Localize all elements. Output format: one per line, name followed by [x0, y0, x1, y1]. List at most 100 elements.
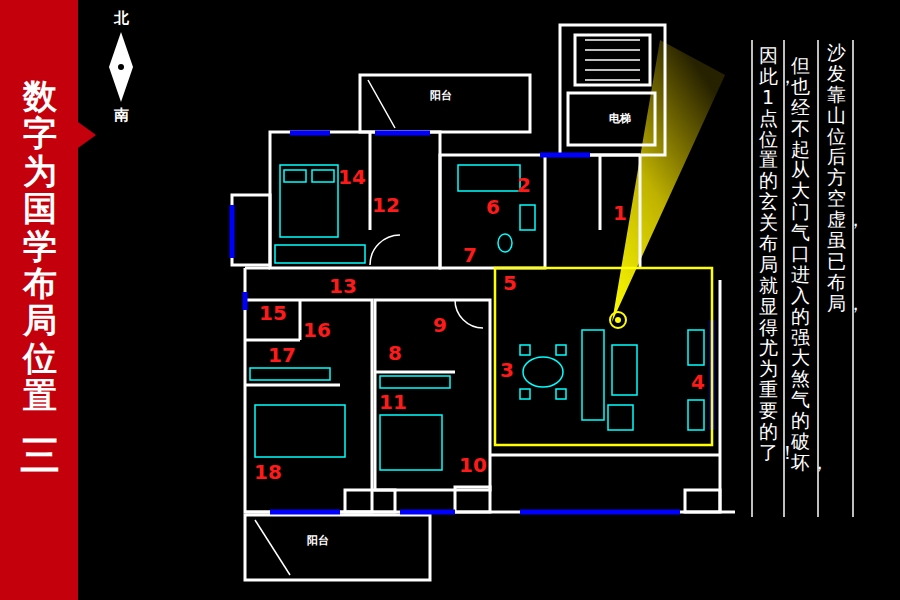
note-column: 因此，1点位置的玄关布局就显得尤为重要的了！ [759, 45, 778, 463]
light-beam [612, 40, 725, 322]
thin-lines [255, 40, 640, 575]
tv-cabinet [688, 400, 704, 430]
stair-tread [585, 69, 640, 71]
sink [520, 205, 535, 230]
lamp-core [615, 317, 621, 323]
wall [369, 132, 372, 230]
callout-number: 18 [254, 462, 282, 482]
coffee-table [612, 345, 637, 395]
sofa [582, 330, 604, 420]
side-band [0, 0, 78, 600]
ac-box [345, 490, 395, 512]
wall [245, 339, 300, 342]
window [375, 131, 430, 136]
toilet [498, 234, 512, 252]
column-rule [751, 40, 753, 517]
wall [490, 454, 720, 457]
chair [556, 389, 566, 399]
callout-number: 13 [329, 276, 357, 296]
callout-number: 17 [268, 345, 296, 365]
wall [639, 155, 642, 268]
callout-number: 16 [303, 320, 331, 340]
page-title: 数字为国学布局位置 [23, 78, 57, 415]
wall [232, 195, 270, 265]
callout-number: 6 [486, 197, 500, 217]
column-rule [783, 40, 785, 517]
window [243, 292, 248, 310]
bed [380, 415, 442, 470]
wardrobe [275, 245, 365, 263]
balcony-diagonal [368, 80, 395, 128]
chair [520, 389, 530, 399]
compass-dot [118, 64, 124, 70]
room-label: 阳台 [430, 90, 452, 101]
band-pointer [78, 122, 96, 148]
wall [599, 155, 602, 230]
callout-number: 11 [379, 392, 407, 412]
window [540, 153, 590, 158]
callout-number: 5 [503, 273, 517, 293]
balcony [245, 515, 430, 580]
ac-box [455, 487, 490, 512]
stair-tread [585, 39, 640, 41]
balcony [360, 75, 530, 132]
window [270, 510, 340, 515]
walls [232, 25, 735, 580]
window [520, 510, 680, 515]
window [290, 131, 330, 136]
room-label: 阳台 [307, 535, 329, 546]
window [230, 205, 235, 258]
compass-letter: 南 [114, 108, 129, 123]
windows [232, 133, 712, 512]
room-label: 电梯 [609, 113, 631, 124]
callout-number: 7 [463, 245, 477, 265]
armchair [608, 405, 633, 430]
wall [440, 155, 545, 268]
stair-core [560, 25, 665, 155]
compass-letter: 北 [114, 11, 129, 26]
note-column: 但也经不起从大门气口进入的强大煞气的破坏， [791, 55, 810, 473]
wall [375, 371, 455, 374]
dining-table [523, 357, 563, 387]
note-column: 沙发靠山位后方空虚，虽已布局， [827, 42, 846, 314]
pillow [284, 170, 306, 182]
bed [280, 165, 338, 237]
chair [556, 345, 566, 355]
chapter-mark: 三 [20, 435, 60, 475]
furniture [250, 165, 704, 470]
door-arc [370, 235, 400, 265]
wall [270, 132, 440, 268]
window [400, 510, 455, 515]
callout-number: 9 [433, 315, 447, 335]
compass-needle [109, 32, 133, 102]
ac-box [685, 490, 720, 512]
callout-number: 12 [372, 195, 400, 215]
callout-number: 10 [459, 455, 487, 475]
stair-tread [585, 49, 640, 51]
column-rule [852, 40, 854, 517]
living-room-outline [495, 268, 712, 445]
column-rules [752, 40, 853, 517]
stair [575, 35, 650, 85]
pillow [312, 170, 334, 182]
bathtub [458, 165, 520, 191]
wall [375, 300, 490, 490]
wall [299, 300, 302, 340]
callout-number: 14 [338, 167, 366, 187]
wall [245, 267, 270, 270]
callout-number: 15 [259, 303, 287, 323]
tv-cabinet [688, 330, 704, 365]
callout-number: 1 [613, 203, 627, 223]
wall [245, 300, 372, 512]
stair-tread [585, 59, 640, 61]
wall [719, 280, 722, 512]
elevator-box [568, 93, 655, 145]
callout-number: 8 [388, 343, 402, 363]
storage [250, 368, 330, 380]
wall [245, 384, 340, 387]
callout-number: 2 [517, 175, 531, 195]
chair [520, 345, 530, 355]
stair-tread [585, 79, 640, 81]
balcony-diagonal [255, 520, 290, 575]
